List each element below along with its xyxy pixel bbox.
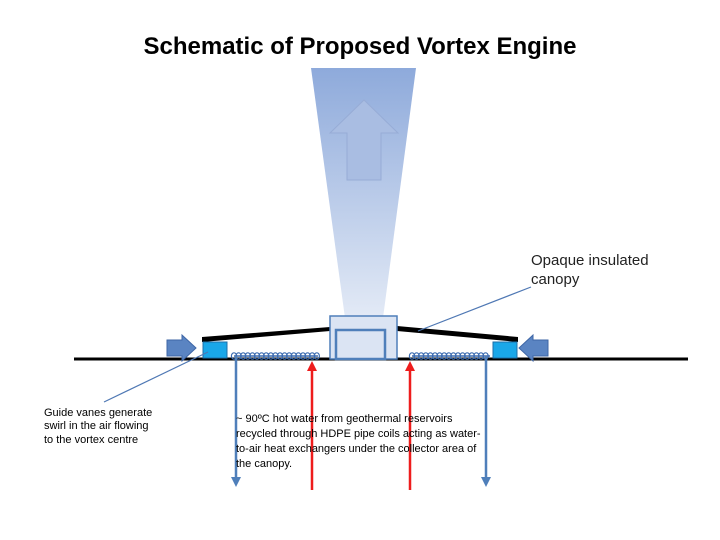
guide-vanes-label-line-1: Guide vanes generate bbox=[44, 407, 152, 419]
updraft-arrow bbox=[328, 99, 400, 181]
pipe-coil-left bbox=[230, 352, 320, 360]
canopy-label: Opaque insulated canopy bbox=[531, 252, 649, 288]
inflow-arrow-right bbox=[518, 333, 549, 363]
guide-vanes-pointer-line bbox=[103, 351, 209, 403]
canopy-left bbox=[202, 327, 330, 342]
canopy-right bbox=[397, 326, 518, 342]
hot-water-label-line-4: the canopy. bbox=[236, 458, 292, 470]
inflow-arrow-left bbox=[166, 333, 197, 363]
canopy-label-line-2: canopy bbox=[531, 271, 580, 288]
hot-water-label: ~ 90ºC hot water from geothermal reservo… bbox=[236, 413, 481, 470]
pipe-coil-right bbox=[408, 352, 490, 360]
hot-water-label-line-1: ~ 90ºC hot water from geothermal reservo… bbox=[236, 413, 453, 425]
guide-vanes-label-line-3: to the vortex centre bbox=[44, 434, 138, 446]
slide-title: Schematic of Proposed Vortex Engine bbox=[143, 33, 577, 60]
guide-vane-right bbox=[492, 341, 518, 359]
canopy-label-line-1: Opaque insulated bbox=[531, 252, 649, 269]
hot-water-label-line-2: recycled through HDPE pipe coils acting … bbox=[236, 428, 481, 440]
coil-loop bbox=[313, 352, 320, 360]
canopy-pointer-line bbox=[417, 286, 532, 332]
guide-vanes-label-line-2: swirl in the air flowing bbox=[44, 420, 149, 432]
guide-vane-left bbox=[202, 341, 228, 359]
guide-vanes-label: Guide vanes generate swirl in the air fl… bbox=[44, 407, 152, 446]
hot-water-label-line-3: to-air heat exchangers under the collect… bbox=[236, 443, 477, 455]
tower-base-inner bbox=[334, 328, 387, 361]
